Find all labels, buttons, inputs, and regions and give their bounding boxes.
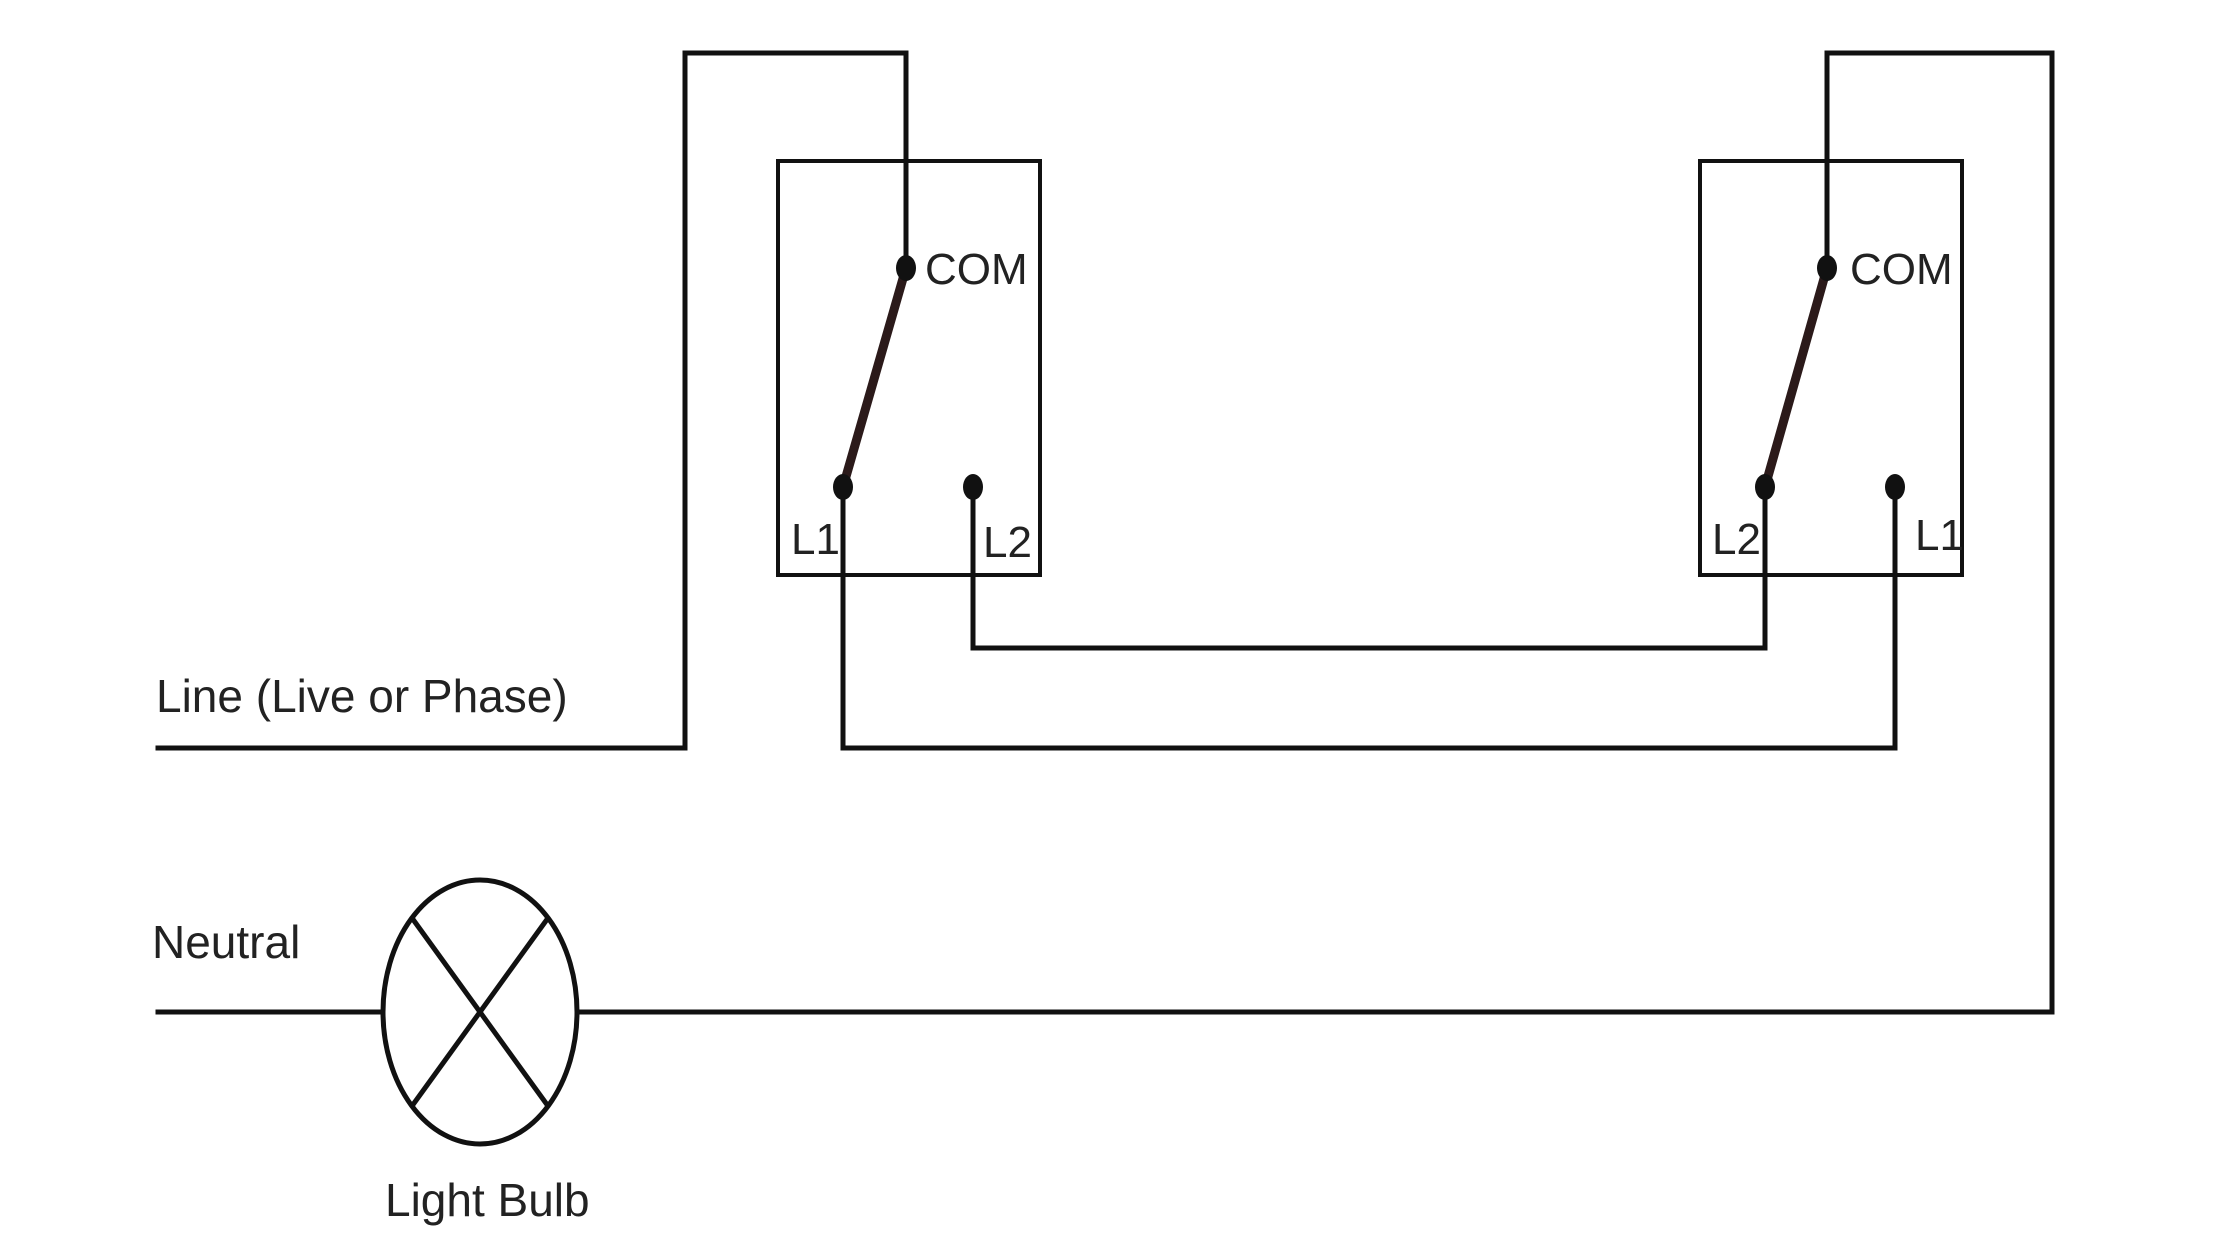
switch-right-l2-terminal [1755, 474, 1775, 500]
neutral-label: Neutral [152, 916, 300, 968]
switch-right-lever [1760, 263, 1832, 492]
switch-right-l1-terminal [1885, 474, 1905, 500]
switch-right-com-terminal [1817, 255, 1837, 281]
traveler-wire-lower [840, 484, 1898, 751]
switch-left-box [776, 159, 1042, 577]
switch-left-com-terminal [896, 255, 916, 281]
light-bulb-label: Light Bulb [385, 1174, 590, 1226]
switch-left-l2-terminal [963, 474, 983, 500]
switch-left-lever [838, 263, 911, 492]
switch-left-l1-label: L1 [791, 515, 840, 564]
light-bulb-cross-b [409, 916, 551, 1108]
traveler-wire-upper [970, 484, 1768, 651]
switch-left-com-label: COM [925, 245, 1028, 294]
switch-right-l1-label: L1 [1915, 511, 1964, 560]
switch-right-com-label: COM [1850, 245, 1953, 294]
line-label: Line (Live or Phase) [156, 670, 568, 722]
switch-right-l2-label: L2 [1712, 515, 1761, 564]
switch-right-box [1698, 159, 1964, 577]
switched-live-wire [575, 50, 2055, 1015]
switch-left-l2-label: L2 [983, 518, 1032, 567]
switch-right: COM L2 L1 [1698, 159, 1964, 577]
switch-left: COM L1 L2 [776, 159, 1042, 577]
line-wire [155, 50, 909, 751]
switch-left-l1-terminal [833, 474, 853, 500]
light-bulb-icon [380, 877, 580, 1147]
